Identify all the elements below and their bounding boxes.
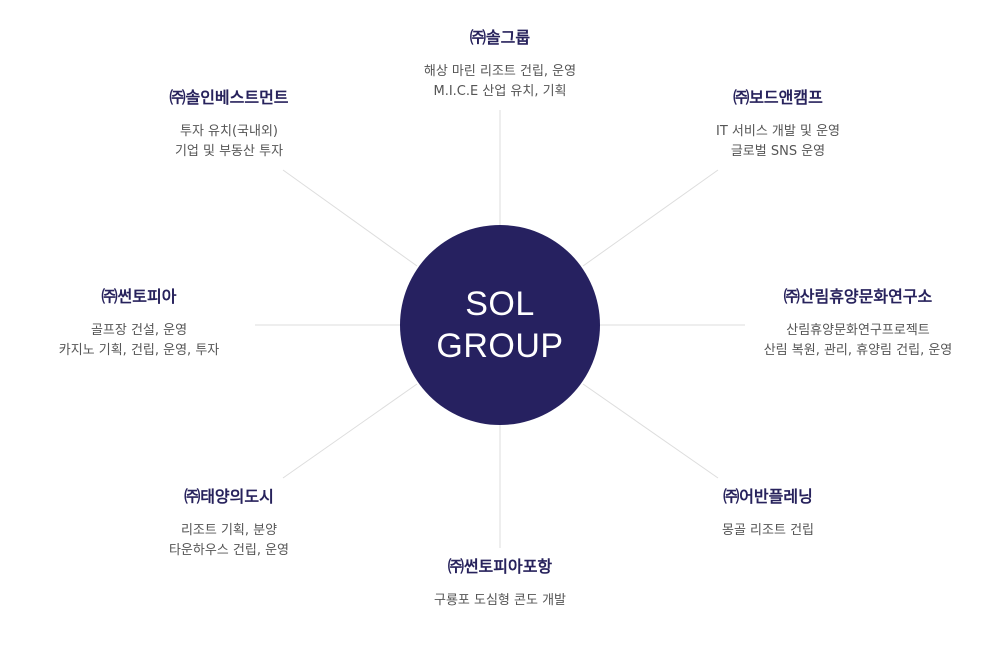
company-desc-line: 투자 유치(국내외) <box>180 124 278 139</box>
hub-label-line2: GROUP <box>436 327 564 365</box>
company-name: ㈜태양의도시 <box>184 487 274 506</box>
company-name: ㈜보드앤캠프 <box>733 88 823 107</box>
company-desc-line: 산림 복원, 관리, 휴양림 건립, 운영 <box>763 343 953 358</box>
connector-urban-planning <box>582 383 719 479</box>
company-node-suntopia-pohang: ㈜썬토피아포항 구룡포 도심형 콘도 개발 <box>370 557 630 611</box>
company-desc-line: 해상 마린 리조트 건립, 운영 <box>423 64 577 79</box>
company-name: ㈜어반플레닝 <box>723 487 813 506</box>
company-desc-line: IT 서비스 개발 및 운영 <box>716 124 840 139</box>
company-desc-line: 산림휴양문화연구프로젝트 <box>786 323 930 338</box>
company-desc-line: M.I.C.E 산업 유치, 기획 <box>433 84 567 99</box>
company-name: ㈜썬토피아포항 <box>447 557 553 576</box>
sol-group-hub: SOL GROUP <box>400 225 600 425</box>
company-node-sun-city: ㈜태양의도시 리조트 기획, 분양 타운하우스 건립, 운영 <box>99 487 359 561</box>
company-node-sol-investment: ㈜솔인베스트먼트 투자 유치(국내외) 기업 및 부동산 투자 <box>99 88 359 162</box>
company-desc-line: 카지노 기획, 건립, 운영, 투자 <box>58 343 220 358</box>
connector-boardncamp <box>582 169 719 267</box>
hub-label-line1: SOL <box>465 285 535 323</box>
company-node-suntopia: ㈜썬토피아 골프장 건설, 운영 카지노 기획, 건립, 운영, 투자 <box>9 287 269 361</box>
connector-sun-city <box>282 383 418 479</box>
connector-sol-investment <box>282 169 418 267</box>
company-node-forest-institute: ㈜산림휴양문화연구소 산림휴양문화연구프로젝트 산림 복원, 관리, 휴양림 건… <box>728 287 988 361</box>
company-desc-line: 글로벌 SNS 운영 <box>730 144 826 159</box>
company-name: ㈜솔그룹 <box>469 28 531 47</box>
company-node-solgroup: ㈜솔그룹 해상 마린 리조트 건립, 운영 M.I.C.E 산업 유치, 기획 <box>370 28 630 102</box>
company-desc-line: 골프장 건설, 운영 <box>90 323 188 338</box>
company-desc-line: 구룡포 도심형 콘도 개발 <box>434 593 566 608</box>
company-name: ㈜썬토피아 <box>101 287 177 306</box>
company-name: ㈜산림휴양문화연구소 <box>783 287 933 306</box>
company-desc-line: 리조트 기획, 분양 <box>180 523 278 538</box>
company-name: ㈜솔인베스트먼트 <box>169 88 289 107</box>
company-desc-line: 기업 및 부동산 투자 <box>174 144 284 159</box>
company-desc-line: 타운하우스 건립, 운영 <box>168 543 290 558</box>
company-desc-line: 몽골 리조트 건립 <box>722 523 814 538</box>
company-node-urban-planning: ㈜어반플레닝 몽골 리조트 건립 <box>638 487 898 541</box>
company-node-boardncamp: ㈜보드앤캠프 IT 서비스 개발 및 운영 글로벌 SNS 운영 <box>648 88 908 162</box>
